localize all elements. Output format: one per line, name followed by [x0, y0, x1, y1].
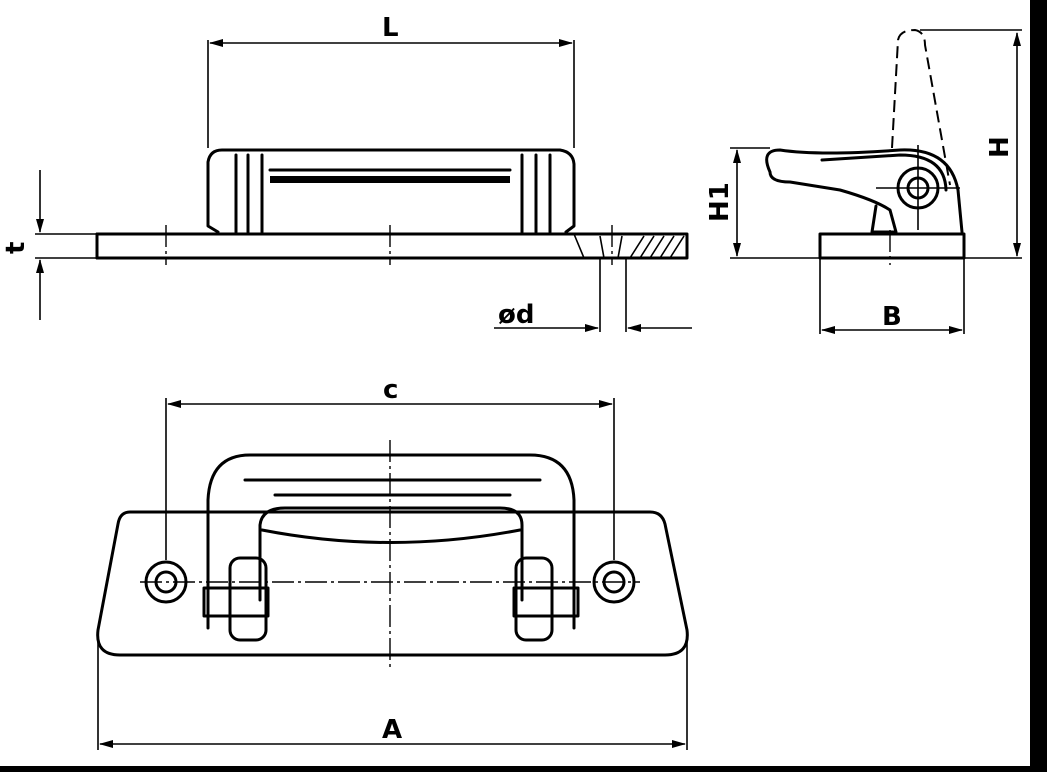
label-d: ød [498, 300, 534, 330]
label-A: A [382, 715, 402, 745]
label-t: t [1, 242, 31, 254]
label-B: B [882, 302, 902, 332]
label-L: L [382, 13, 399, 43]
frame-border-right [1030, 0, 1047, 772]
label-H: H [985, 136, 1015, 158]
frame-border-bottom [0, 766, 1047, 772]
label-c: c [383, 375, 398, 405]
top-view [96, 398, 689, 750]
front-view [35, 39, 692, 332]
label-H1: H1 [705, 182, 735, 222]
side-view [730, 28, 1022, 334]
